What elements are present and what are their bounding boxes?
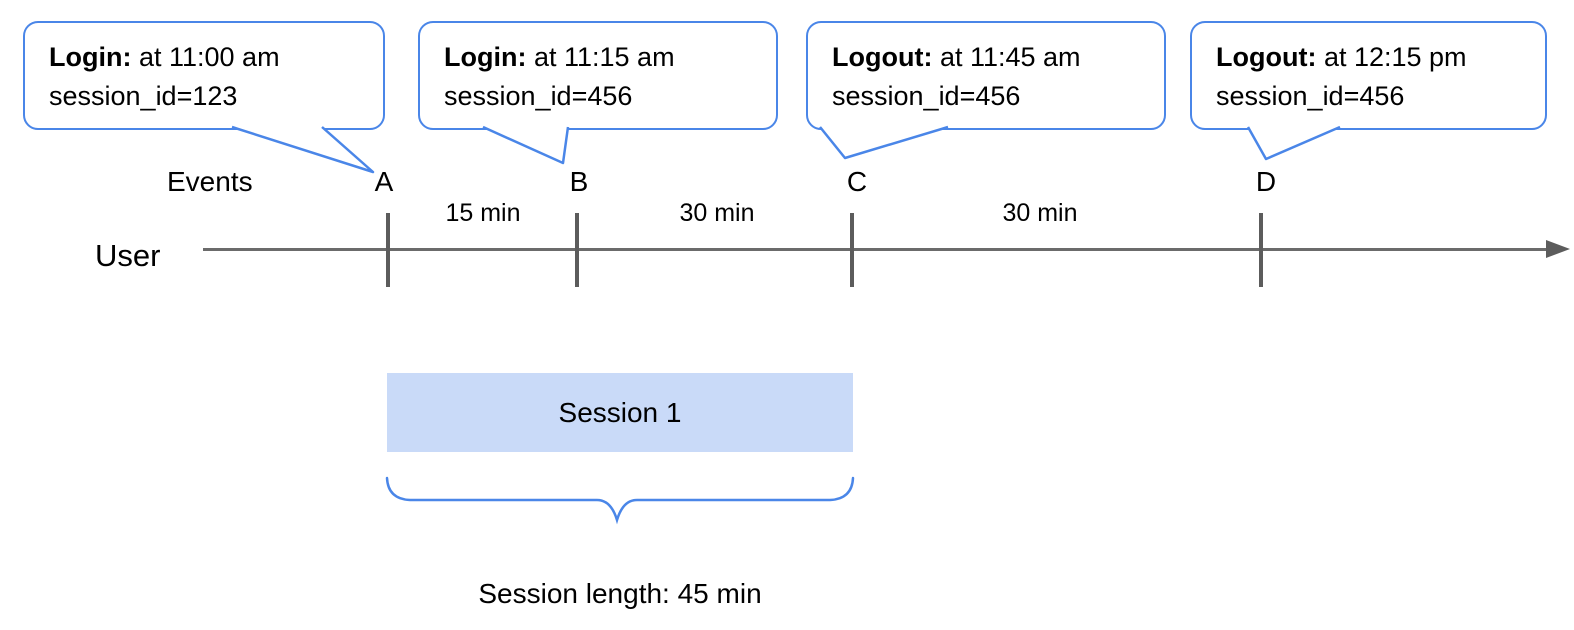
user-row-label: User	[95, 238, 161, 273]
event-type-label: Login:	[49, 42, 132, 72]
event-tick-d	[1259, 213, 1263, 287]
event-time-text: at 12:15 pm	[1316, 42, 1467, 72]
interval-label-bc: 30 min	[679, 199, 755, 227]
session-length-caption: Session length: 45 min	[478, 578, 762, 609]
event-tick-b	[575, 213, 579, 287]
event-time-text: at 11:45 am	[932, 42, 1081, 72]
session-label: Session 1	[558, 396, 682, 428]
marker-letter-b: B	[569, 166, 589, 197]
interval-label-cd: 30 min	[1002, 199, 1078, 227]
event-type-label: Logout:	[832, 42, 933, 72]
marker-letter-d: D	[1255, 166, 1277, 197]
event-type-label: Login:	[444, 42, 527, 72]
event-tick-a	[386, 213, 390, 287]
callout-line2: session_id=456	[1216, 81, 1405, 111]
marker-letter-a: A	[374, 166, 394, 197]
interval-label-ab: 15 min	[445, 199, 521, 227]
event-callout-d: Logout: at 12:15 pm session_id=456	[1190, 21, 1547, 130]
timeline-arrowhead-icon	[1546, 240, 1570, 258]
event-callout-b: Login: at 11:15 am session_id=456	[418, 21, 778, 130]
callout-tail-c	[819, 125, 949, 160]
session-box: Session 1	[387, 373, 853, 452]
callout-tail-d	[1246, 125, 1341, 161]
event-tick-c	[850, 213, 854, 287]
callout-line2: session_id=456	[832, 81, 1021, 111]
event-time-text: at 11:00 am	[131, 42, 280, 72]
callout-tail-b	[482, 125, 570, 165]
event-time-text: at 11:15 am	[526, 42, 675, 72]
timeline-axis	[203, 248, 1548, 251]
session-brace-icon	[385, 476, 855, 525]
callout-tail-a	[231, 125, 375, 174]
callout-line2: session_id=456	[444, 81, 633, 111]
event-type-label: Logout:	[1216, 42, 1317, 72]
callout-line1: Logout: at 11:45 am	[832, 38, 1140, 77]
callout-line1: Login: at 11:00 am	[49, 38, 359, 77]
callout-line1: Login: at 11:15 am	[444, 38, 752, 77]
event-callout-a: Login: at 11:00 am session_id=123	[23, 21, 385, 130]
event-callout-c: Logout: at 11:45 am session_id=456	[806, 21, 1166, 130]
events-label: Events	[167, 166, 253, 197]
callout-line2: session_id=123	[49, 81, 238, 111]
callout-line1: Logout: at 12:15 pm	[1216, 38, 1521, 77]
marker-letter-c: C	[846, 166, 868, 197]
